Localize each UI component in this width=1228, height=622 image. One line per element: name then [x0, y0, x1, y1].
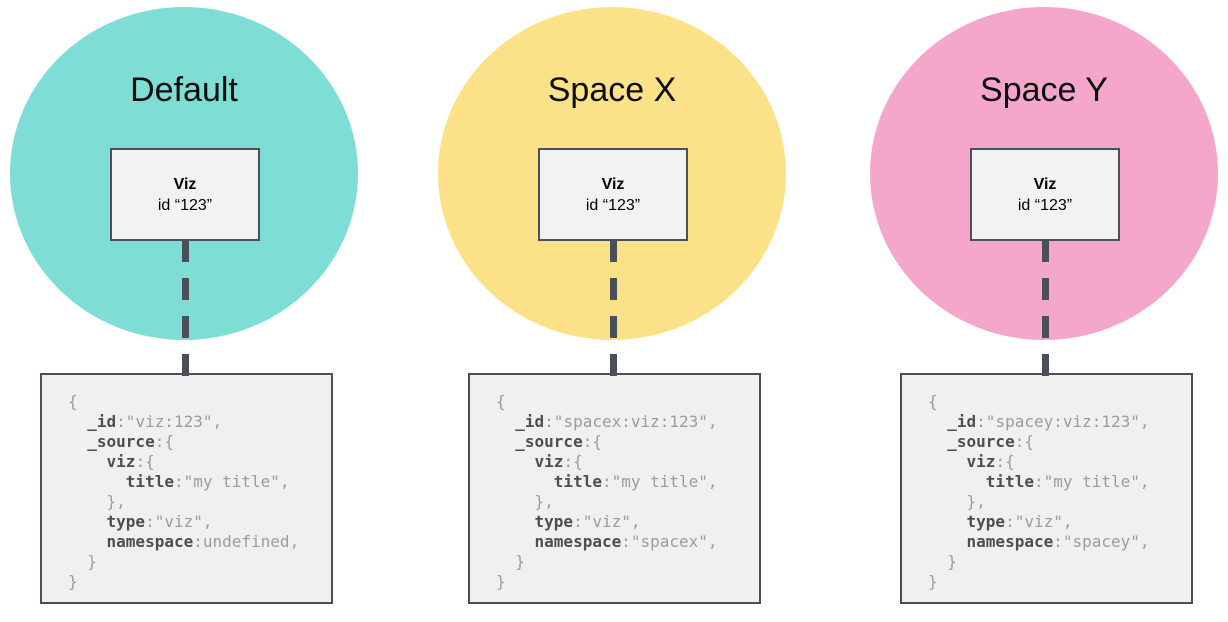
space-title: Space Y: [980, 71, 1108, 109]
code-line: _source:{: [87, 432, 174, 451]
code-line: _id:"spacey:viz:123",: [947, 412, 1150, 431]
code-line: namespace:undefined,: [106, 532, 300, 551]
code-line: },: [928, 492, 986, 511]
code-line: {: [496, 392, 506, 411]
connector-dashed-line: [1042, 240, 1049, 378]
connector-dashed-line: [610, 240, 617, 378]
viz-box-name: Viz: [1033, 175, 1057, 193]
code-line: viz:{: [966, 452, 1015, 471]
code-line: type:"viz",: [966, 512, 1073, 531]
code-line: }: [496, 552, 525, 571]
code-line: {: [68, 392, 78, 411]
code-line: type:"viz",: [106, 512, 213, 531]
code-line: },: [68, 492, 126, 511]
space-panel-space-y: Space Y Viz id “123” { _id:"spacey:viz:1…: [868, 0, 1220, 622]
viz-box: Viz id “123”: [970, 148, 1120, 241]
code-line: title:"my title",: [985, 472, 1150, 491]
code-line: namespace:"spacey",: [966, 532, 1150, 551]
saved-object-document: { _id:"viz:123", _source:{ viz:{ title:"…: [40, 373, 333, 604]
code-line: },: [496, 492, 554, 511]
space-panel-space-x: Space X Viz id “123” { _id:"spacex:viz:1…: [436, 0, 788, 622]
viz-box-id: id “123”: [1017, 196, 1073, 214]
code-line: type:"viz",: [534, 512, 641, 531]
code-line: title:"my title",: [553, 472, 718, 491]
saved-object-document: { _id:"spacex:viz:123", _source:{ viz:{ …: [468, 373, 761, 604]
code-line: }: [928, 552, 957, 571]
code-line: _source:{: [515, 432, 602, 451]
viz-box-id: id “123”: [585, 196, 641, 214]
code-line: _id:"viz:123",: [87, 412, 223, 431]
viz-box-name: Viz: [601, 175, 625, 193]
code-line: namespace:"spacex",: [534, 532, 718, 551]
viz-box-name: Viz: [173, 175, 197, 193]
code-line: _id:"spacex:viz:123",: [515, 412, 718, 431]
code-line: }: [928, 572, 938, 591]
viz-box: Viz id “123”: [110, 148, 260, 241]
code-line: viz:{: [106, 452, 155, 471]
saved-object-document: { _id:"spacey:viz:123", _source:{ viz:{ …: [900, 373, 1193, 604]
code-line: {: [928, 392, 938, 411]
viz-box: Viz id “123”: [538, 148, 688, 241]
space-title: Default: [130, 71, 238, 109]
code-line: _source:{: [947, 432, 1034, 451]
space-title: Space X: [547, 71, 677, 109]
connector-dashed-line: [182, 240, 189, 378]
code-line: }: [68, 572, 78, 591]
viz-box-id: id “123”: [157, 196, 213, 214]
code-line: }: [496, 572, 506, 591]
code-line: viz:{: [534, 452, 583, 471]
code-line: }: [68, 552, 97, 571]
code-line: title:"my title",: [125, 472, 290, 491]
space-panel-default: Default Viz id “123” { _id:"viz:123", _s…: [8, 0, 360, 622]
